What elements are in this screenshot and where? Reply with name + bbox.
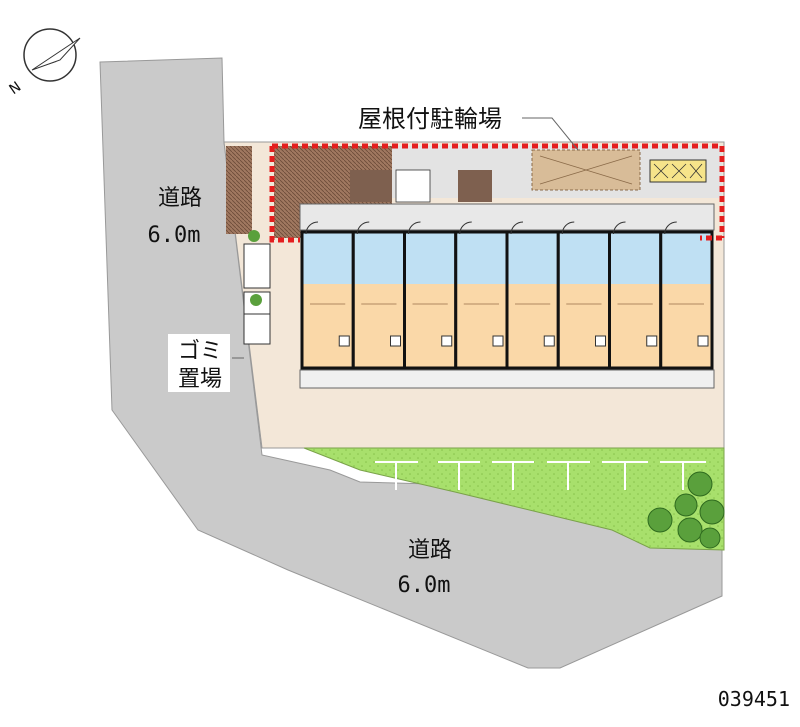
unit-room [507,284,559,368]
unit-door [408,221,421,235]
garbage-label-line2: 置場 [178,367,222,392]
unit-wall [659,230,714,370]
unit-wet-area [660,232,712,284]
garbage-enclosure-1 [243,243,271,289]
unit-closet [492,335,504,347]
unit-closet [338,335,350,347]
bike-parking-label: 屋根付駐輪場 [358,105,502,133]
unit-closet [390,335,401,347]
building-corridor [299,203,715,231]
garbage-label-bg [168,334,230,392]
unit-door [356,221,370,235]
apartment-unit [403,221,458,370]
bike-parking-area [531,149,641,191]
unit-door [561,221,575,235]
stair-treads [350,169,492,203]
unit-room [404,284,456,368]
bike-parking-leader [522,117,579,151]
unit-room [455,284,507,368]
unit-wet-area [455,232,507,284]
road-left-name: 道路 [158,186,202,211]
unit-door [510,221,524,235]
unit-closet [595,335,606,347]
unit-wet-area [558,232,610,284]
unit-door [459,221,472,235]
building-units [300,221,714,370]
apartment-unit [454,221,509,370]
shelter-box [649,159,707,183]
unit-room [660,284,712,368]
unit-room [558,284,610,368]
apartment-unit [659,221,714,370]
apartment-unit [608,221,663,370]
bike-parking-label-bg [336,102,522,134]
unit-wet-area [353,232,405,284]
building-balcony [299,369,715,389]
unit-wet-area [404,232,456,284]
unit-closet [441,335,453,347]
unit-wet-area [609,232,661,284]
shelter-box-marks [653,163,703,179]
road-left-width: 6.0m [148,223,201,248]
planter-2 [250,294,262,306]
svg-text:N: N [6,79,24,98]
unit-wet-area [507,232,559,284]
bike-parking-marks [539,155,633,185]
unit-closet [697,335,709,347]
road-bottom-name: 道路 [408,538,452,563]
unit-door [664,221,677,235]
unit-wet-area [302,232,354,284]
lawn-area [303,447,725,551]
unit-closet [646,335,658,347]
apartment-unit [556,221,611,370]
unit-room [302,284,354,368]
apartment-unit [300,221,355,370]
stair-strip-left [226,146,252,234]
unit-room [353,284,405,368]
lawn-fence [375,461,706,490]
planter-1 [248,230,260,242]
map-code: 039451 [718,687,790,711]
unit-door [305,221,319,235]
bike-parking-highlight [269,143,725,243]
apartment-unit [505,221,560,370]
unit-closet [543,335,555,347]
apartment-unit [351,221,406,370]
trees [647,471,725,549]
unit-room [609,284,661,368]
garbage-label-line1: ゴミ [178,339,222,364]
compass-icon: N [6,28,81,98]
road-bottom-width: 6.0m [398,573,451,598]
garbage-enclosure-3 [243,313,271,345]
unit-door [613,221,626,235]
